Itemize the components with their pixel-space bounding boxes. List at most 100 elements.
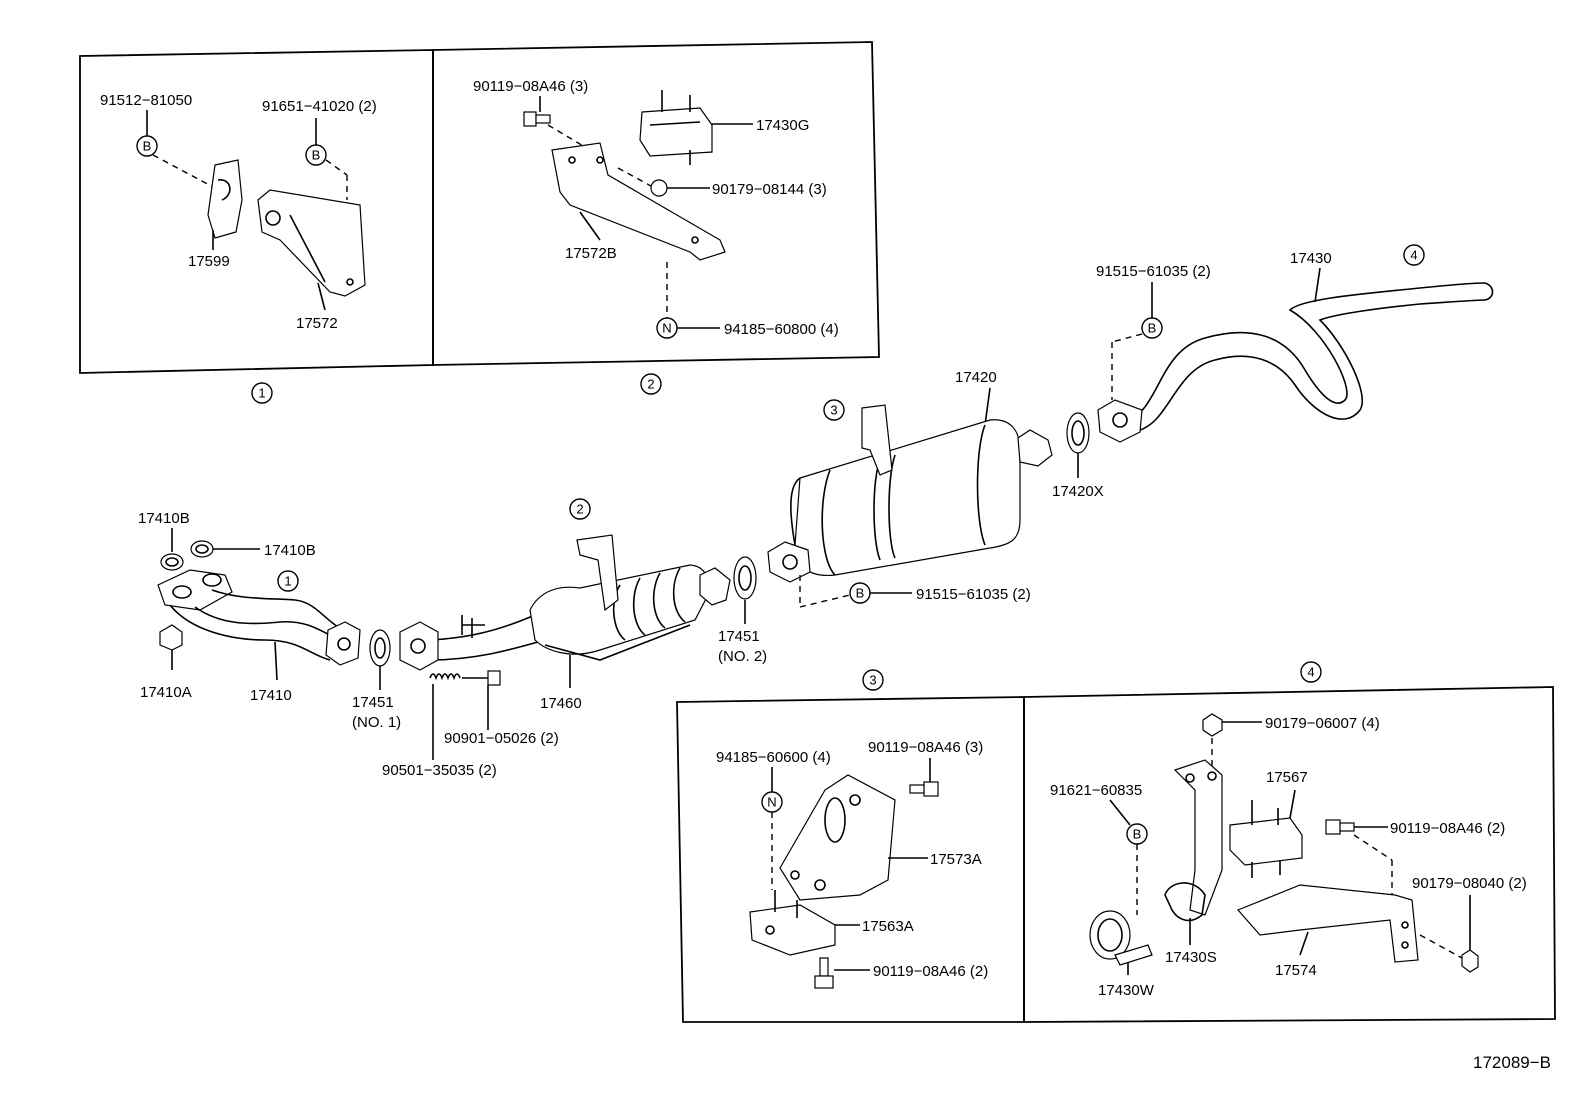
gasket-17420X: 17420X <box>1052 412 1104 500</box>
label-91515-61035-mid: 91515−61035 (2) <box>916 586 1031 603</box>
label-90119-08A46-right: 90119−08A46 (2) <box>1390 820 1505 837</box>
label-90119-08A46-top: 90119−08A46 (3) <box>473 78 588 95</box>
rubber-mount-17430G <box>639 90 713 165</box>
label-17572: 17572 <box>296 315 338 332</box>
b-marker-text: B <box>1133 827 1142 842</box>
section-2-marker <box>569 498 591 520</box>
label-17410A: 17410A <box>140 684 192 701</box>
b-marker-text: B <box>312 148 321 163</box>
inset-4-marker: 4 <box>1300 661 1322 683</box>
inset-1-number: 1 <box>258 386 265 401</box>
gasket-17451-no1: 17451 (NO. 1) <box>352 629 401 731</box>
label-17410B-left: 17410B <box>138 510 190 527</box>
label-91651-41020: 91651−41020 (2) <box>262 98 377 115</box>
label-17451-no1: 17451 <box>352 694 394 711</box>
bracket-17572 <box>257 189 366 297</box>
bracket-17574 <box>1236 884 1419 963</box>
bolt-icon <box>909 781 939 797</box>
muffler-17420: 17420 3 <box>767 369 1053 583</box>
label-17410B-right: 17410B <box>264 542 316 559</box>
bracket-17572B <box>551 142 726 261</box>
inset-3-marker: 3 <box>862 669 884 691</box>
label-94185-60600: 94185−60600 (4) <box>716 749 831 766</box>
nut-icon <box>650 179 668 197</box>
label-90179-08040: 90179−08040 (2) <box>1412 875 1527 892</box>
nut-icon <box>1202 713 1223 737</box>
n-marker-text: N <box>767 795 776 810</box>
nut-icon <box>159 624 183 651</box>
spring-bolt: 90901−05026 (2) 90501−35035 (2) <box>382 670 559 779</box>
inset-2-number: 2 <box>647 377 654 392</box>
inset-frame-top <box>79 41 880 374</box>
bolt-icon <box>1325 819 1355 835</box>
bolt-icon <box>523 111 551 127</box>
label-91512-81050: 91512−81050 <box>100 92 192 109</box>
inset-1-marker: 1 <box>251 382 273 404</box>
label-17574: 17574 <box>1275 962 1317 979</box>
b-marker-text: B <box>1148 321 1157 336</box>
label-17430: 17430 <box>1290 250 1332 267</box>
section-2-text: 2 <box>576 502 583 517</box>
label-17572B: 17572B <box>565 245 617 262</box>
section-4-marker <box>1403 244 1425 266</box>
rubber-mount-17563A <box>749 890 836 956</box>
tailpipe-flange <box>1097 399 1143 443</box>
label-90501-35035: 90501−35035 (2) <box>382 762 497 779</box>
label-17451-no2: 17451 <box>718 628 760 645</box>
section-4-text: 4 <box>1410 248 1417 263</box>
tailpipe-17430: 91515−61035 (2) B 17430 4 <box>1096 244 1494 443</box>
rubber-mount-17567 <box>1229 800 1303 878</box>
label-17567: 17567 <box>1266 769 1308 786</box>
bolt-icon <box>814 957 834 989</box>
front-pipe-17410: 17410B 17410B 1 17410A 17410 <box>138 510 361 704</box>
label-90901-05026: 90901−05026 (2) <box>444 730 559 747</box>
label-91515-61035-top: 91515−61035 (2) <box>1096 263 1211 280</box>
b-marker-text: B <box>856 586 865 601</box>
label-17573A: 17573A <box>930 851 982 868</box>
front-flange <box>399 621 439 671</box>
clamp-17430W <box>1089 910 1153 966</box>
b-marker <box>1141 317 1163 339</box>
bracket-17573A <box>779 774 896 901</box>
n-marker-text: N <box>662 321 671 336</box>
label-17451-no2-sub: (NO. 2) <box>718 648 767 665</box>
drawing-number: 172089−B <box>1473 1053 1551 1072</box>
section-1-marker <box>277 570 299 592</box>
inset-2-marker: 2 <box>640 373 662 395</box>
label-17599: 17599 <box>188 253 230 270</box>
label-17410: 17410 <box>250 687 292 704</box>
section-3-text: 3 <box>830 403 837 418</box>
section-1-text: 1 <box>284 574 291 589</box>
inset-1-parts: 91512−81050 B 91651−41020 (2) B 17599 17… <box>100 92 377 332</box>
label-17430G: 17430G <box>756 117 809 134</box>
label-90179-08144: 90179−08144 (3) <box>712 181 827 198</box>
inset-2-parts: 90119−08A46 (3) 17430G 17572B 90179−0814… <box>473 78 839 339</box>
gasket-17451-no2: 17451 (NO. 2) <box>718 556 767 665</box>
label-17420X: 17420X <box>1052 483 1104 500</box>
label-17430S: 17430S <box>1165 949 1217 966</box>
gasket-ring <box>190 540 214 558</box>
label-90119-08A46-mid: 90119−08A46 (3) <box>868 739 983 756</box>
gasket-ring <box>160 553 184 571</box>
catalytic-converter-17460: 2 17460 <box>429 498 731 712</box>
label-90119-08A46-low: 90119−08A46 (2) <box>873 963 988 980</box>
label-17460: 17460 <box>540 695 582 712</box>
label-17563A: 17563A <box>862 918 914 935</box>
hanger-17430S <box>1173 759 1223 916</box>
muffler-bolt-callout: B 91515−61035 (2) <box>799 575 1031 608</box>
b-marker-text: B <box>143 139 152 154</box>
inset-frame-bottom <box>676 686 1556 1023</box>
label-90179-06007: 90179−06007 (4) <box>1265 715 1380 732</box>
inset-4-number: 4 <box>1307 665 1314 680</box>
label-17430W: 17430W <box>1098 982 1155 999</box>
label-17420: 17420 <box>955 369 997 386</box>
inset-3-number: 3 <box>869 673 876 688</box>
label-17451-no1-sub: (NO. 1) <box>352 714 401 731</box>
label-91621-60835: 91621−60835 <box>1050 782 1142 799</box>
section-3-marker <box>823 399 845 421</box>
inset-4-parts: 90179−06007 (4) 91621−60835 B 17430S 174… <box>1050 713 1527 999</box>
label-94185-60800: 94185−60800 (4) <box>724 321 839 338</box>
nut-icon <box>1461 949 1479 973</box>
inset-3-parts: 94185−60600 (4) N 90119−08A46 (3) 17573A… <box>716 739 988 989</box>
